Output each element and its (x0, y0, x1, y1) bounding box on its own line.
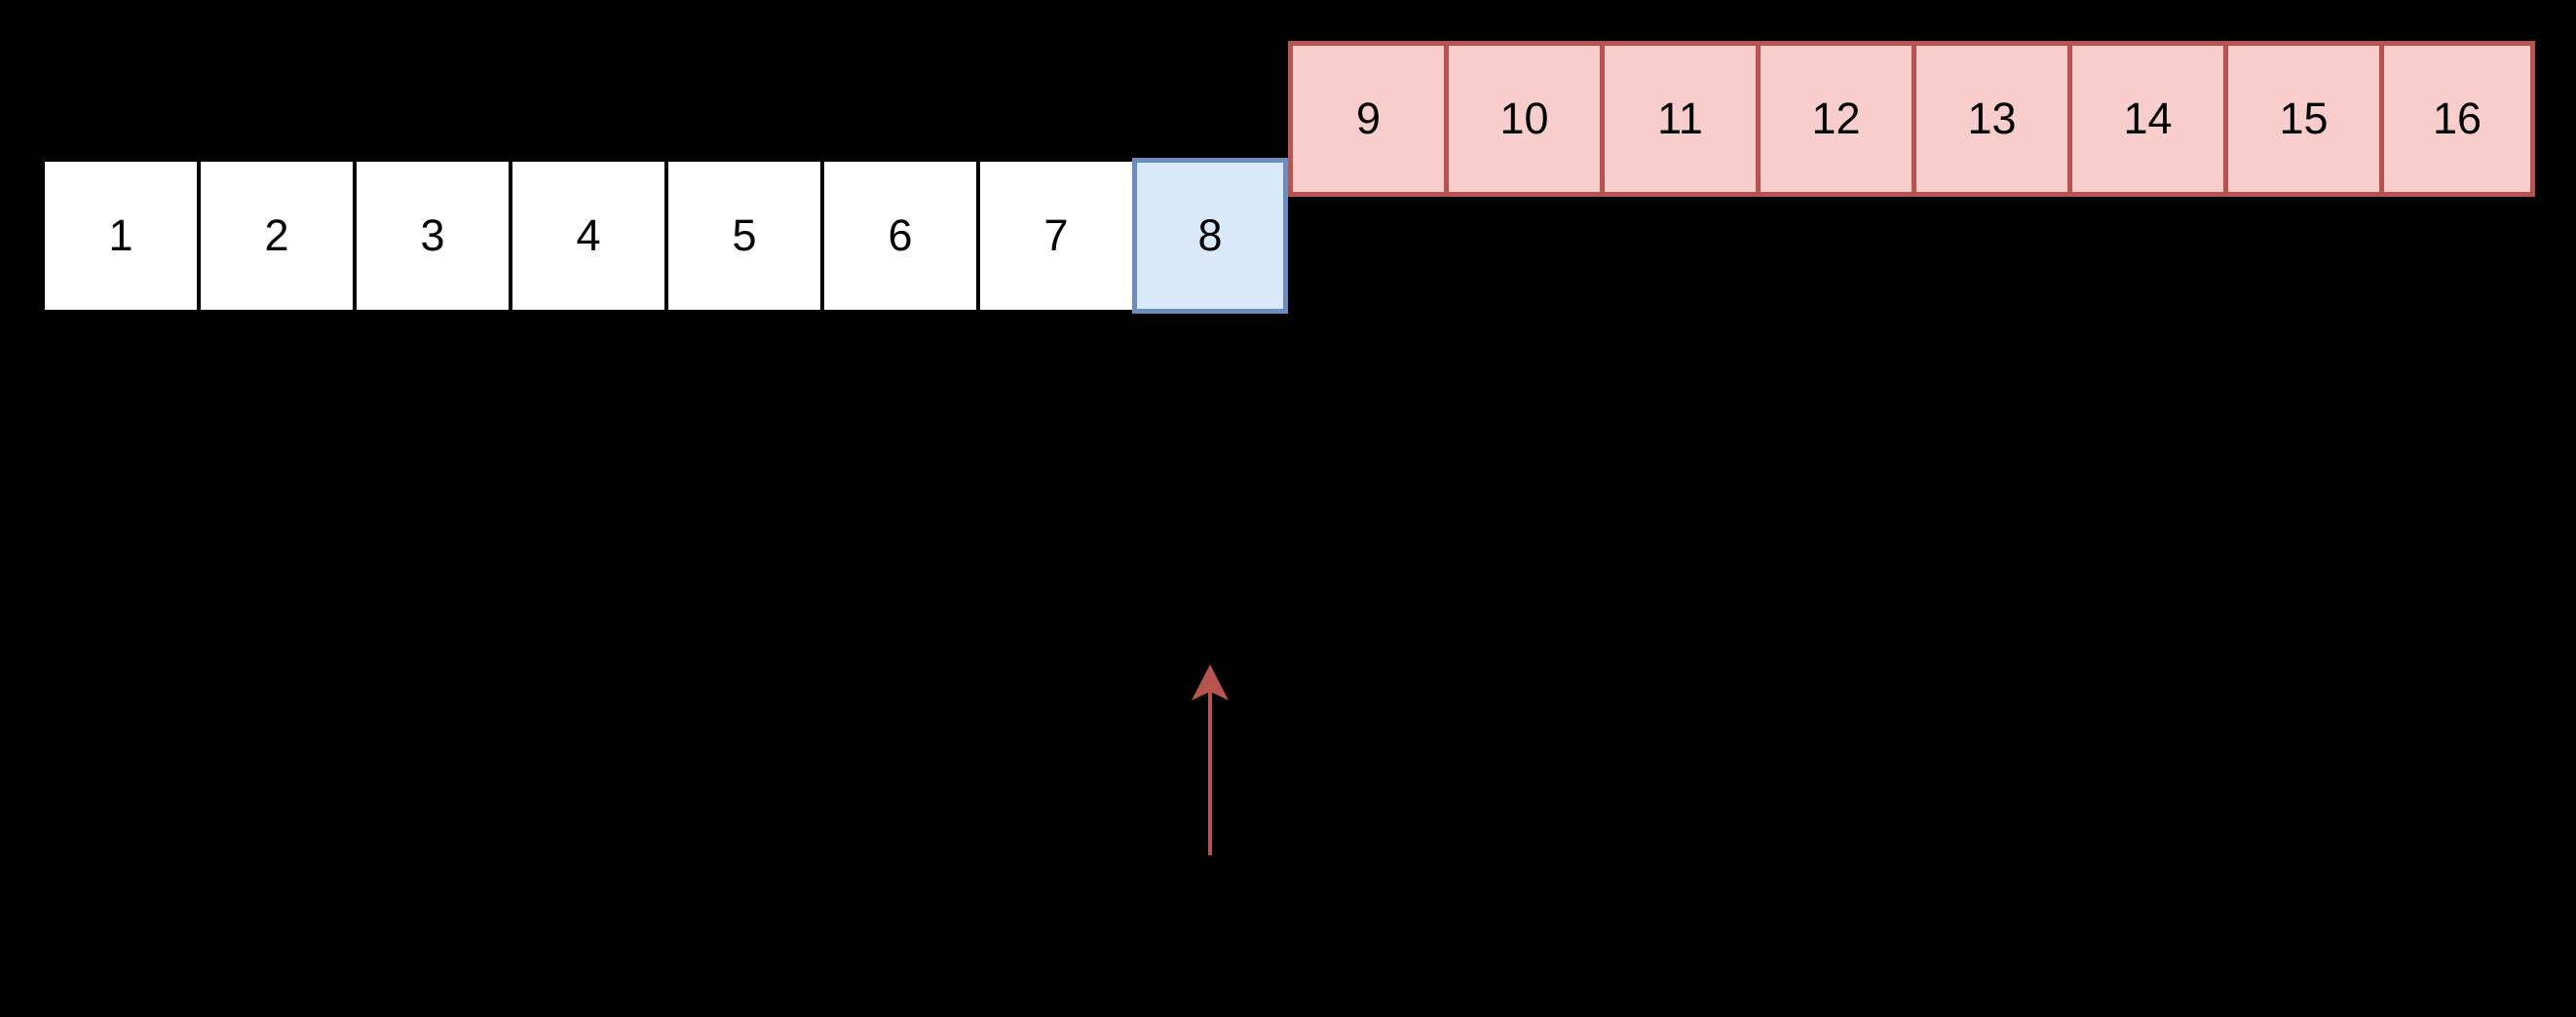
array-cell-7: 7 (976, 158, 1132, 314)
appended-array-row: 9 10 11 12 13 14 15 16 (1288, 41, 2535, 197)
appended-cell-9: 9 (1288, 41, 1444, 197)
appended-cell-15: 15 (2223, 41, 2379, 197)
array-cell-2: 2 (197, 158, 353, 314)
appended-cell-14: 14 (2067, 41, 2223, 197)
array-cell-5: 5 (664, 158, 820, 314)
array-cell-1: 1 (41, 158, 197, 314)
array-cell-6: 6 (820, 158, 976, 314)
original-array-row: 1 2 3 4 5 6 7 8 (41, 158, 1288, 314)
arrow-head (1192, 664, 1229, 700)
array-cell-3: 3 (353, 158, 509, 314)
appended-cell-11: 11 (1600, 41, 1756, 197)
highlighted-array-cell-8: 8 (1132, 158, 1288, 314)
appended-cell-10: 10 (1444, 41, 1600, 197)
appended-cell-16: 16 (2379, 41, 2535, 197)
appended-cell-13: 13 (1912, 41, 2067, 197)
appended-cell-12: 12 (1756, 41, 1912, 197)
array-cell-4: 4 (509, 158, 664, 314)
